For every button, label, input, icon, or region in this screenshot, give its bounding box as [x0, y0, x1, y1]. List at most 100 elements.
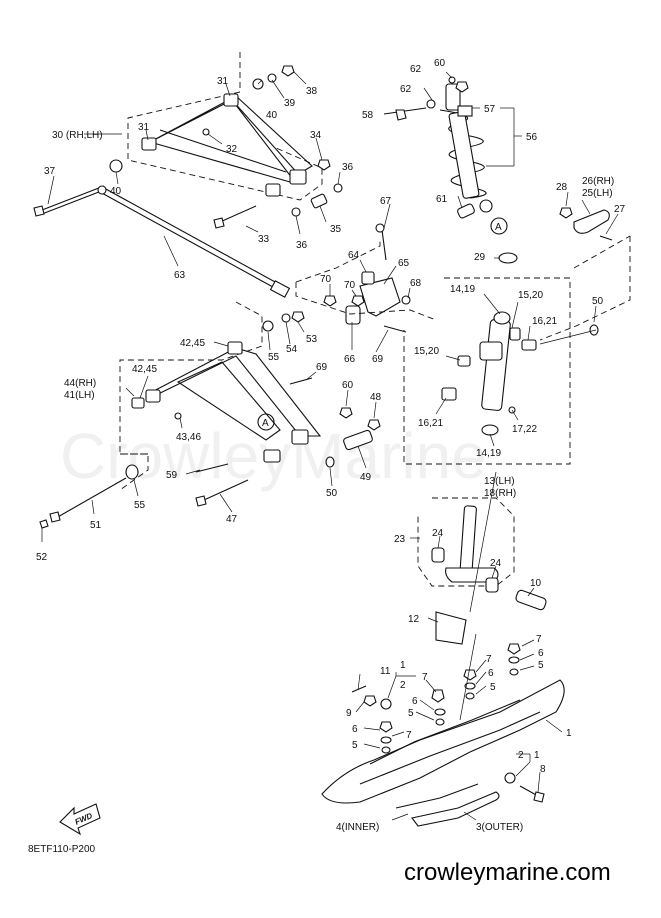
nut-60-lower [339, 407, 353, 419]
bolt-27 [599, 235, 613, 241]
label-10: 10 [530, 578, 542, 589]
washer-39 [267, 73, 277, 83]
fwd-arrow-shape [59, 803, 101, 836]
label-58: 58 [362, 110, 374, 121]
label-8: 8 [540, 764, 546, 775]
collar-64 [361, 271, 375, 285]
bolt-69-right [383, 325, 407, 333]
steering-tube [481, 319, 511, 411]
upper-arm-cross-tube-2 [159, 129, 287, 173]
bolt-37-shaft-edge [41, 189, 105, 215]
label-2-upper: 2 [400, 680, 406, 691]
callout-labels: 31 40 39 38 30 (RH,LH) 31 32 34 36 37 40… [36, 58, 626, 833]
label-70-b: 70 [344, 280, 356, 291]
plate-5-a [435, 718, 445, 726]
label-69-lower: 69 [316, 362, 328, 373]
label-62-mid: 62 [400, 84, 412, 95]
bolt-37-shaft [41, 185, 105, 211]
label-A-top: A [495, 222, 502, 233]
bolt-8-head [533, 791, 545, 803]
ref-A-circle-lower [257, 413, 275, 431]
bushing-15-20-top [509, 327, 521, 341]
label-32: 32 [226, 144, 238, 155]
label-18: 18(RH) [484, 488, 516, 499]
spindle-dashed-boundary [417, 497, 515, 587]
label-3-outer: 3(OUTER) [476, 822, 523, 833]
label-7-d: 7 [536, 634, 542, 645]
grease-nipple-32 [202, 128, 210, 136]
upper-arm-cross-tube [149, 141, 291, 183]
bolt-47-shaft [203, 479, 249, 501]
steering-tube-bracket [479, 341, 503, 361]
label-29: 29 [474, 252, 486, 263]
bushing-lower-front [263, 449, 281, 463]
collar-61 [457, 203, 475, 219]
label-23: 23 [394, 534, 406, 545]
nut-28 [559, 207, 573, 219]
label-2-lower: 2 [518, 750, 524, 761]
label-59: 59 [166, 470, 178, 481]
label-34: 34 [310, 130, 322, 141]
label-63: 63 [174, 270, 186, 281]
label-5-b: 5 [352, 740, 358, 751]
spindle-group [417, 497, 547, 611]
label-53: 53 [306, 334, 318, 345]
washer-36-a [291, 207, 301, 217]
diagram-code: 8ETF110-P200 [28, 844, 96, 855]
label-26: 26(RH) [582, 176, 614, 187]
label-9: 9 [346, 708, 352, 719]
bolt-67-head [375, 223, 385, 233]
label-43-46: 43,46 [176, 432, 201, 443]
label-15-20-left: 15,20 [414, 346, 439, 357]
label-60-lower: 60 [342, 380, 354, 391]
label-6-d: 6 [538, 648, 544, 659]
link-dashed-line [295, 240, 381, 283]
washer-55-left [131, 397, 145, 409]
bushing-lower-rear [291, 429, 309, 445]
ski-edge-line [359, 711, 541, 785]
label-70-a: 70 [320, 274, 332, 285]
label-7-c: 7 [486, 654, 492, 665]
nut-48 [367, 419, 381, 431]
bushing-lower-housing [265, 183, 281, 197]
ref-A-circle-top [490, 217, 508, 235]
bolt-37-head [33, 205, 45, 217]
ski-body-1 [321, 679, 565, 804]
label-36-left: 36 [296, 240, 308, 251]
label-68: 68 [410, 278, 422, 289]
label-47: 47 [226, 514, 238, 525]
label-1-right: 1 [566, 728, 572, 739]
label-5-d: 5 [538, 660, 544, 671]
nipple-43-46 [174, 412, 182, 420]
label-1-upper: 1 [400, 660, 406, 671]
label-42-45-top: 42,45 [180, 338, 205, 349]
nut-60-top [455, 81, 469, 93]
bell-crank-group [539, 207, 631, 341]
lower-arm-dashed-boundary [119, 301, 263, 455]
bushing-16-21-left [441, 387, 457, 401]
rod-63 [97, 185, 291, 298]
label-60-top: 60 [434, 58, 446, 69]
label-40-top: 40 [266, 110, 278, 121]
bushing-14-19-bottom [481, 424, 499, 436]
bushing-31-top [223, 93, 239, 107]
label-55-lower: 55 [134, 500, 146, 511]
label-57: 57 [484, 104, 496, 115]
site-footer: crowleymarine.com [404, 859, 611, 886]
label-48: 48 [370, 392, 382, 403]
lower-arm-dashed-link [295, 282, 437, 321]
rod-63-edge-a [99, 191, 283, 293]
label-5-c: 5 [490, 682, 496, 693]
bolt-33-shaft [219, 205, 257, 223]
label-6-a: 6 [412, 696, 418, 707]
label-6-c: 6 [488, 668, 494, 679]
rod-63-edge-b [103, 187, 287, 289]
bolt-33-head [213, 217, 225, 229]
label-36-right: 36 [342, 162, 354, 173]
label-35: 35 [330, 224, 342, 235]
nut-70-a [323, 295, 337, 307]
label-27: 27 [614, 204, 626, 215]
label-17-22: 17,22 [512, 424, 537, 435]
label-52: 52 [36, 552, 48, 563]
bolt-59-shaft [195, 463, 229, 473]
